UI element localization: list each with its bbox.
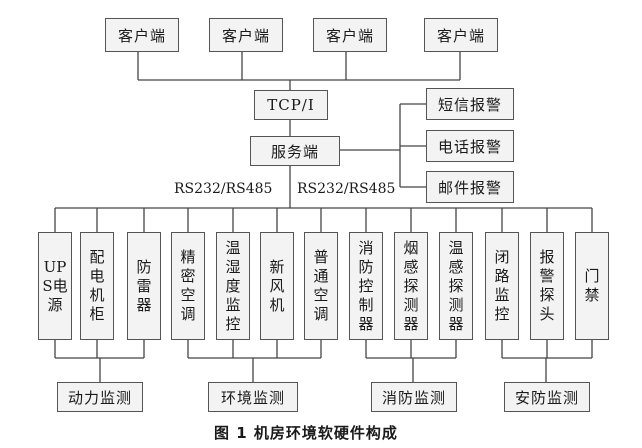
- bus-label-left: RS232/RS485: [174, 181, 273, 197]
- device-label: 精密空调: [180, 248, 196, 323]
- client-label: 客户端: [117, 26, 166, 45]
- alarm-node: 短信报警: [426, 88, 514, 120]
- tcp-node: TCP/I: [254, 90, 328, 120]
- device-label: 防雷器: [136, 257, 152, 314]
- device-label: 新风机: [269, 257, 285, 314]
- device-precision-ac: 精密空调: [171, 232, 205, 340]
- device-alarm-probe: 报警探头: [530, 232, 564, 340]
- client-node: 客户端: [424, 18, 498, 52]
- device-ups: UPS电源: [38, 232, 72, 340]
- device-label: 报警探头: [539, 248, 555, 323]
- tcp-label: TCP/I: [267, 96, 315, 114]
- device-label: 温湿度监控: [225, 238, 241, 333]
- alarm-label: 短信报警: [437, 95, 502, 114]
- device-access-control: 门禁: [575, 232, 609, 340]
- group-label: 环境监测: [220, 388, 285, 407]
- alarm-node: 电话报警: [426, 130, 514, 162]
- device-temp-humidity-monitor: 温湿度监控: [216, 232, 250, 340]
- device-heat-detector: 温感探测器: [439, 232, 473, 340]
- alarm-label: 电话报警: [437, 137, 502, 156]
- client-label: 客户端: [325, 26, 374, 45]
- group-label: 动力监测: [67, 388, 132, 407]
- client-label: 客户端: [221, 26, 270, 45]
- group-environment-monitoring: 环境监测: [208, 382, 298, 412]
- group-label: 安防监测: [514, 388, 579, 407]
- device-regular-ac: 普通空调: [304, 232, 338, 340]
- device-label: UPS电源: [42, 257, 68, 314]
- device-label: 温感探测器: [448, 238, 464, 333]
- client-node: 客户端: [313, 18, 387, 52]
- device-label: 普通空调: [313, 248, 329, 323]
- device-surge-protector: 防雷器: [127, 232, 161, 340]
- device-distribution-cabinet: 配电机柜: [80, 232, 114, 340]
- alarm-node: 邮件报警: [426, 171, 514, 203]
- device-label: 闭路监控: [494, 248, 510, 323]
- device-fresh-air: 新风机: [260, 232, 294, 340]
- server-node: 服务端: [250, 136, 340, 166]
- server-label: 服务端: [270, 142, 319, 161]
- group-fire-monitoring: 消防监测: [371, 382, 457, 412]
- device-cctv: 闭路监控: [485, 232, 519, 340]
- client-node: 客户端: [105, 18, 179, 52]
- device-fire-controller: 消防控制器: [349, 232, 383, 340]
- group-security-monitoring: 安防监测: [504, 382, 590, 412]
- device-label: 消防控制器: [358, 238, 374, 333]
- group-label: 消防监测: [381, 388, 446, 407]
- device-label: 配电机柜: [89, 248, 105, 323]
- figure-caption: 图 1 机房环境软硬件构成: [214, 424, 398, 442]
- bus-label-right: RS232/RS485: [297, 181, 396, 197]
- group-power-monitoring: 动力监测: [57, 382, 143, 412]
- alarm-label: 邮件报警: [437, 178, 502, 197]
- client-node: 客户端: [209, 18, 283, 52]
- device-label: 门禁: [584, 267, 600, 304]
- device-smoke-detector: 烟感探测器: [394, 232, 428, 340]
- client-label: 客户端: [436, 26, 485, 45]
- device-label: 烟感探测器: [403, 238, 419, 333]
